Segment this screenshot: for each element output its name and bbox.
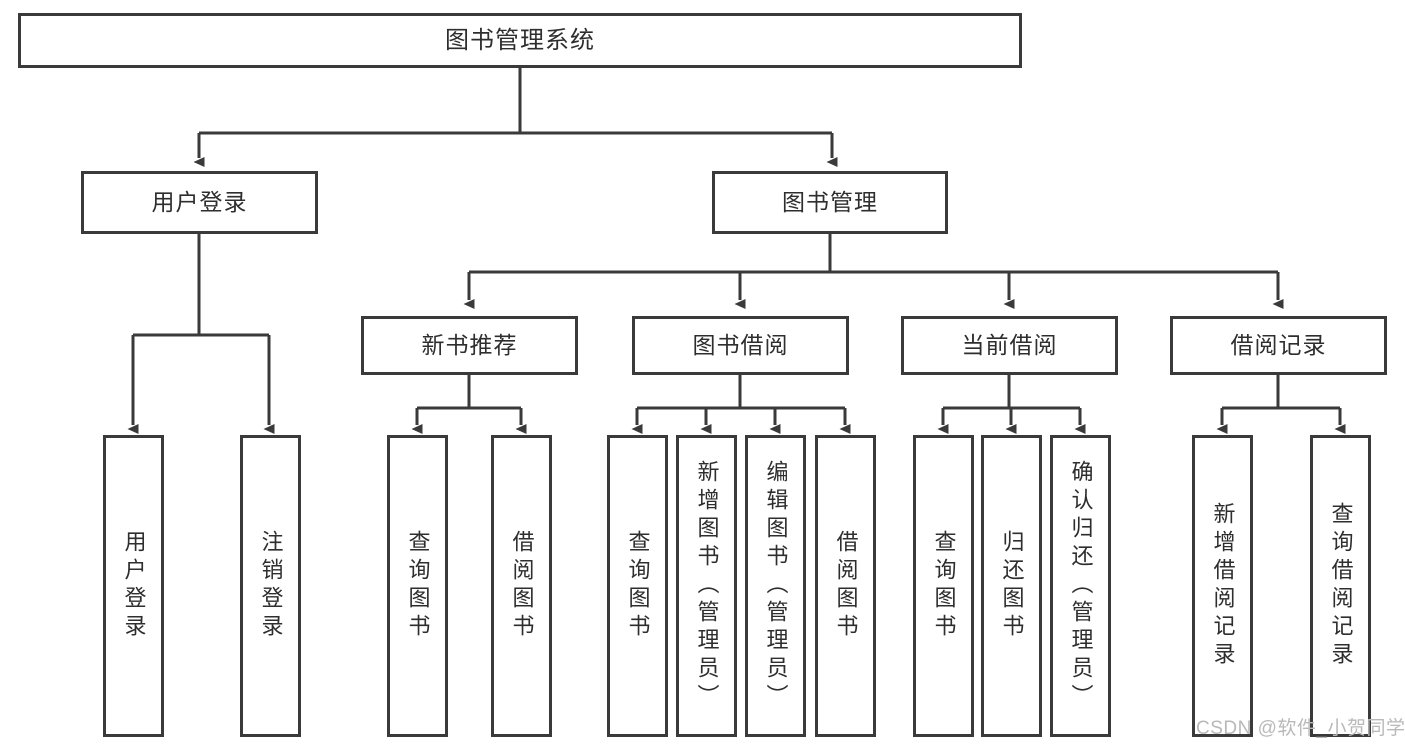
node-label: 用户登录 (121, 530, 147, 642)
leaf-current-borrow-return[interactable]: 归还图书 (981, 435, 1042, 737)
leaf-current-borrow-query[interactable]: 查询图书 (913, 435, 974, 737)
leaf-new-book-borrow[interactable]: 借阅图书 (491, 435, 552, 737)
node-book-management-system[interactable]: 图书管理系统 (18, 13, 1022, 68)
watermark: CSDN @软件_小贺同学 (1196, 718, 1405, 739)
node-label: 新书推荐 (421, 332, 518, 359)
node-book-management[interactable]: 图书管理 (712, 171, 948, 234)
node-new-book-recommend[interactable]: 新书推荐 (361, 316, 578, 375)
node-book-borrow[interactable]: 图书借阅 (632, 316, 849, 375)
leaf-borrow-record-add[interactable]: 新增借阅记录 (1192, 435, 1253, 737)
node-label: 查询借阅记录 (1328, 502, 1354, 670)
node-label: 注销登录 (258, 530, 284, 642)
node-label: 查询图书 (931, 530, 957, 642)
node-label: 新增借阅记录 (1210, 502, 1236, 670)
node-label: 借阅记录 (1230, 332, 1327, 359)
node-label: 图书管理 (782, 189, 878, 216)
node-borrow-record[interactable]: 借阅记录 (1170, 316, 1387, 375)
leaf-book-borrow-query[interactable]: 查询图书 (607, 435, 668, 737)
leaf-book-borrow-edit[interactable]: 编辑图书（管理员） (745, 435, 806, 737)
node-user-login[interactable]: 用户登录 (81, 171, 318, 234)
node-label: 确认归还（管理员） (1068, 460, 1094, 712)
node-label: 新增图书（管理员） (694, 460, 720, 712)
node-label: 图书借阅 (692, 332, 789, 359)
leaf-book-borrow-add[interactable]: 新增图书（管理员） (676, 435, 737, 737)
node-label: 编辑图书（管理员） (763, 460, 789, 712)
node-label: 查询图书 (625, 530, 651, 642)
node-label: 归还图书 (999, 530, 1025, 642)
leaf-book-borrow-borrow[interactable]: 借阅图书 (815, 435, 876, 737)
leaf-new-book-query[interactable]: 查询图书 (387, 435, 448, 737)
node-label: 查询图书 (405, 530, 431, 642)
leaf-user-login-logout[interactable]: 注销登录 (240, 435, 301, 737)
node-label: 借阅图书 (509, 530, 535, 642)
node-label: 图书管理系统 (445, 26, 595, 54)
leaf-current-borrow-confirm-return[interactable]: 确认归还（管理员） (1050, 435, 1111, 737)
node-label: 用户登录 (151, 189, 248, 216)
leaf-user-login-login[interactable]: 用户登录 (103, 435, 164, 737)
node-label: 当前借阅 (961, 332, 1058, 359)
node-label: 借阅图书 (833, 530, 859, 642)
leaf-borrow-record-query[interactable]: 查询借阅记录 (1310, 435, 1371, 737)
node-current-borrow[interactable]: 当前借阅 (901, 316, 1118, 375)
